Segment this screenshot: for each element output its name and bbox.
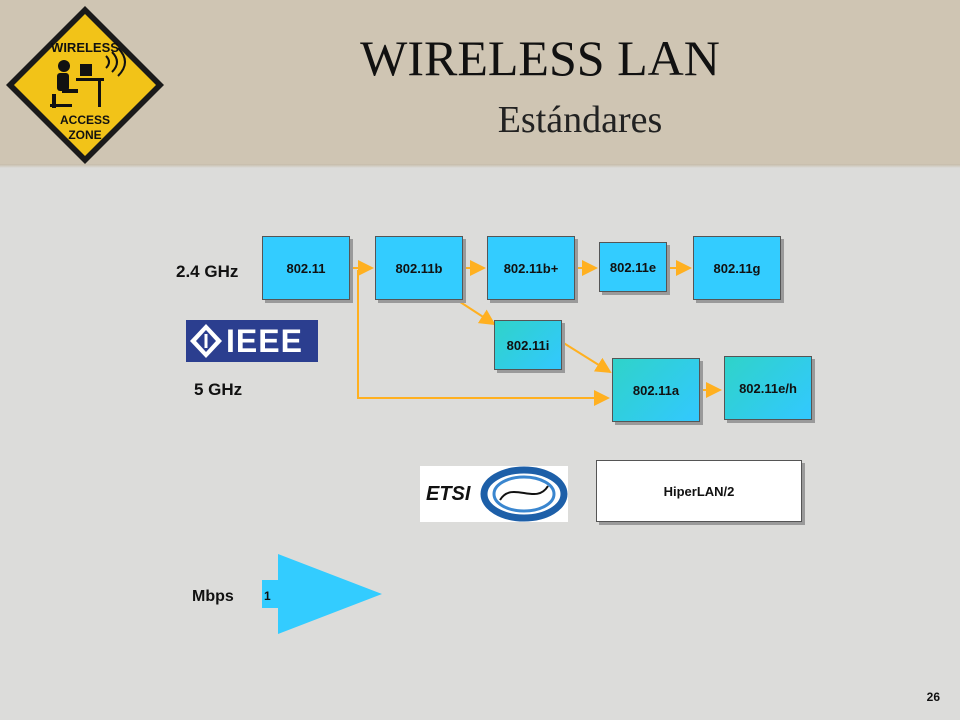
box-80211bplus: 802.11b+ xyxy=(487,236,575,300)
box-80211g: 802.11g xyxy=(693,236,781,300)
label-2-4-ghz: 2.4 GHz xyxy=(176,262,239,281)
box-80211a: 802.11a xyxy=(612,358,700,422)
etsi-globe-icon xyxy=(480,466,568,522)
ieee-logo-text: IEEE xyxy=(226,322,303,359)
ieee-diamond-icon xyxy=(190,324,222,358)
sign-text-top: WIRELESS xyxy=(51,40,119,55)
box-80211: 802.11 xyxy=(262,236,350,300)
box-80211e: 802.11e xyxy=(599,242,667,292)
wireless-access-zone-sign: WIRELESS ACCESS ZONE xyxy=(6,6,164,164)
label-mbps: Mbps xyxy=(192,588,234,605)
wireless-waves-icon xyxy=(105,47,126,77)
sign-text-zone: ZONE xyxy=(68,128,101,142)
box-80211eh: 802.11e/h xyxy=(724,356,812,420)
etsi-logo: ETSI xyxy=(420,466,568,522)
person-at-computer-icon xyxy=(50,60,104,108)
slide-subtitle: Estándares xyxy=(497,99,663,141)
slide-title: WIRELESS LAN xyxy=(360,30,720,86)
arrow-80211-to-80211a xyxy=(357,270,610,406)
box-hiperlan2: HiperLAN/2 xyxy=(596,460,802,522)
box-80211b: 802.11b xyxy=(375,236,463,300)
ieee-logo: IEEE xyxy=(186,320,318,362)
mbps-value: 1 xyxy=(264,589,271,603)
slide-header: WIRELESS ACCESS ZONE WIRELESS LAN Estánd… xyxy=(0,0,960,168)
label-5-ghz: 5 GHz xyxy=(194,380,243,399)
sign-text-access: ACCESS xyxy=(60,113,110,127)
etsi-logo-text: ETSI xyxy=(426,483,471,505)
arrow-80211i-to-80211a xyxy=(561,341,612,374)
mbps-arrow-shape xyxy=(262,554,382,634)
box-80211i: 802.11i xyxy=(494,320,562,370)
arrow-80211b-to-80211i xyxy=(453,297,496,326)
page-number: 26 xyxy=(926,690,940,704)
